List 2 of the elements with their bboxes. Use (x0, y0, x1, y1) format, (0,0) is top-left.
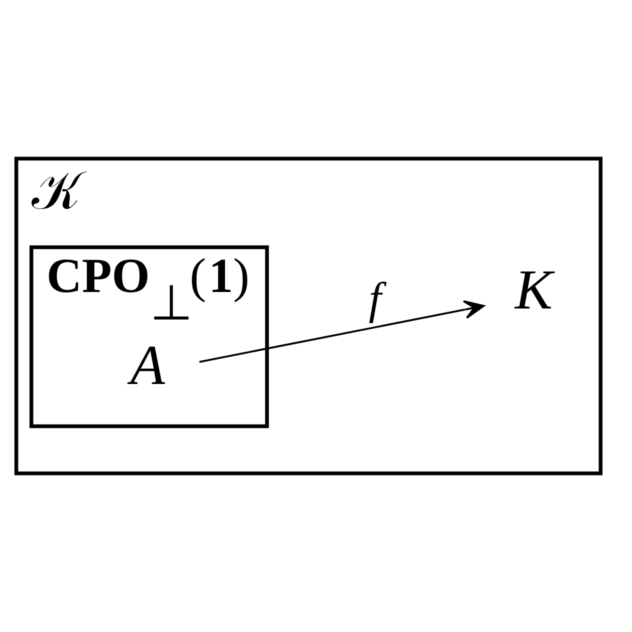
node-text: K (514, 259, 553, 322)
arrow (199, 300, 485, 363)
